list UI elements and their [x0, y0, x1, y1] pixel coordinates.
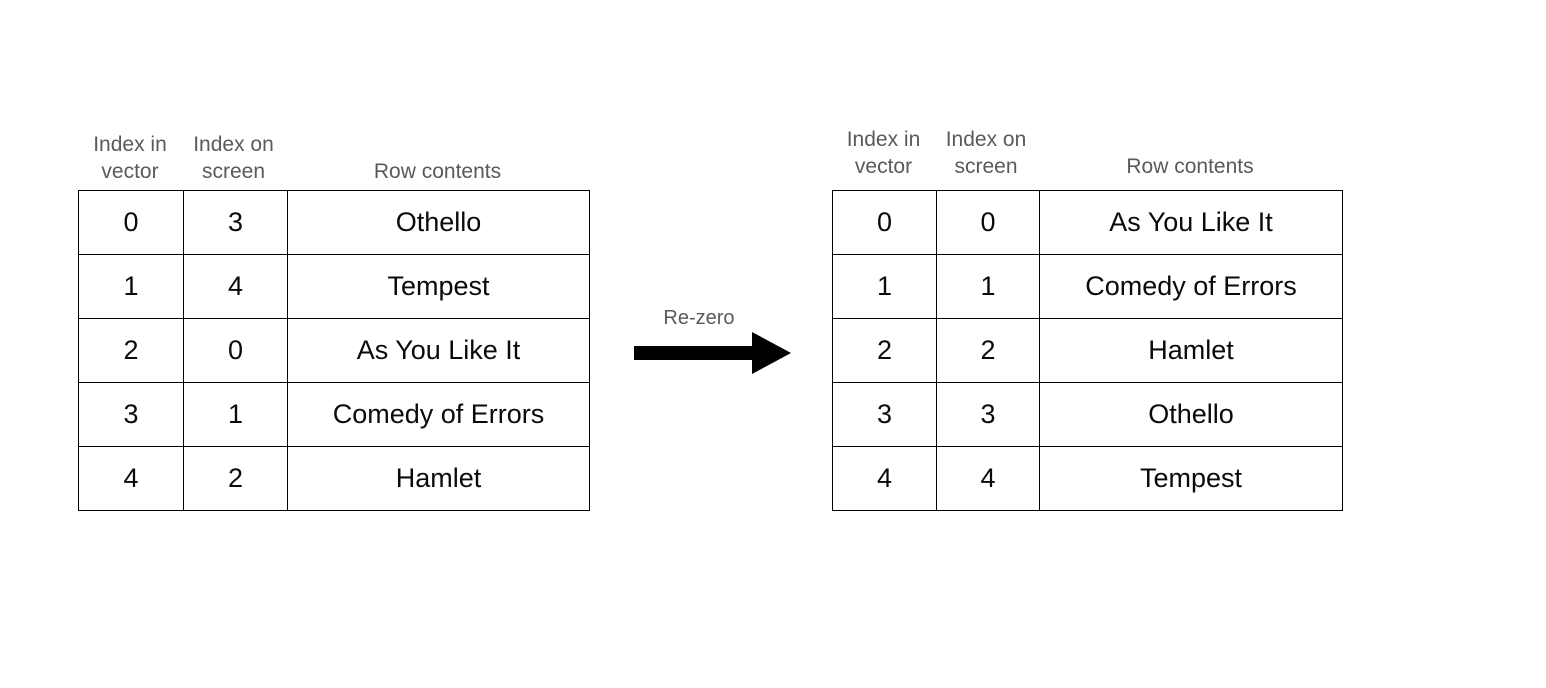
cell-row-contents: Tempest: [1039, 446, 1343, 511]
cell-index-on-screen: 1: [936, 254, 1040, 319]
cell-row-contents: Othello: [287, 190, 590, 255]
cell-index-in-vector: 0: [78, 190, 184, 255]
cell-row-contents: Hamlet: [1039, 318, 1343, 383]
before-table: 0 3 Othello 1 4 Tempest 2 0 As You Like …: [78, 190, 590, 511]
table-row: 2 2 Hamlet: [832, 318, 1343, 383]
cell-index-in-vector: 1: [78, 254, 184, 319]
cell-index-in-vector: 4: [832, 446, 937, 511]
cell-index-on-screen: 4: [183, 254, 288, 319]
header-index-in-vector: Index in vector: [93, 132, 167, 184]
cell-row-contents: Comedy of Errors: [287, 382, 590, 447]
header-index-in-vector: Index in vector: [846, 127, 921, 179]
cell-row-contents: Othello: [1039, 382, 1343, 447]
cell-index-on-screen: 2: [936, 318, 1040, 383]
before-table-headers: Index in vector Index on screen Row cont…: [78, 114, 590, 190]
cell-index-in-vector: 2: [78, 318, 184, 383]
header-row-contents: Row contents: [1126, 155, 1254, 179]
cell-index-on-screen: 3: [183, 190, 288, 255]
table-row: 1 1 Comedy of Errors: [832, 254, 1343, 319]
cell-row-contents: Hamlet: [287, 446, 590, 511]
cell-index-on-screen: 4: [936, 446, 1040, 511]
after-table-block: Index in vector Index on screen Row cont…: [832, 128, 1343, 511]
cell-index-in-vector: 1: [832, 254, 937, 319]
cell-index-in-vector: 0: [832, 190, 937, 255]
right-arrow-icon: [634, 332, 791, 374]
cell-row-contents: Comedy of Errors: [1039, 254, 1343, 319]
table-row: 2 0 As You Like It: [78, 318, 590, 383]
before-table-block: Index in vector Index on screen Row cont…: [78, 133, 590, 511]
rezero-arrow-group: Re-zero: [634, 306, 794, 376]
cell-index-in-vector: 3: [78, 382, 184, 447]
header-index-on-screen: Index on screen: [945, 127, 1027, 179]
arrow-label: Re-zero: [663, 307, 735, 329]
cell-index-on-screen: 1: [183, 382, 288, 447]
header-row-contents: Row contents: [373, 160, 502, 184]
table-row: 0 0 As You Like It: [832, 190, 1343, 255]
after-table-headers: Index in vector Index on screen Row cont…: [832, 114, 1343, 190]
cell-index-on-screen: 0: [183, 318, 288, 383]
table-row: 3 3 Othello: [832, 382, 1343, 447]
cell-index-on-screen: 3: [936, 382, 1040, 447]
table-row: 4 4 Tempest: [832, 446, 1343, 511]
cell-index-in-vector: 3: [832, 382, 937, 447]
cell-index-in-vector: 4: [78, 446, 184, 511]
cell-index-in-vector: 2: [832, 318, 937, 383]
table-row: 1 4 Tempest: [78, 254, 590, 319]
cell-index-on-screen: 2: [183, 446, 288, 511]
header-index-on-screen: Index on screen: [193, 132, 274, 184]
table-row: 3 1 Comedy of Errors: [78, 382, 590, 447]
table-row: 0 3 Othello: [78, 190, 590, 255]
after-table: 0 0 As You Like It 1 1 Comedy of Errors …: [832, 190, 1343, 511]
cell-row-contents: As You Like It: [1039, 190, 1343, 255]
cell-row-contents: Tempest: [287, 254, 590, 319]
cell-index-on-screen: 0: [936, 190, 1040, 255]
table-row: 4 2 Hamlet: [78, 446, 590, 511]
cell-row-contents: As You Like It: [287, 318, 590, 383]
